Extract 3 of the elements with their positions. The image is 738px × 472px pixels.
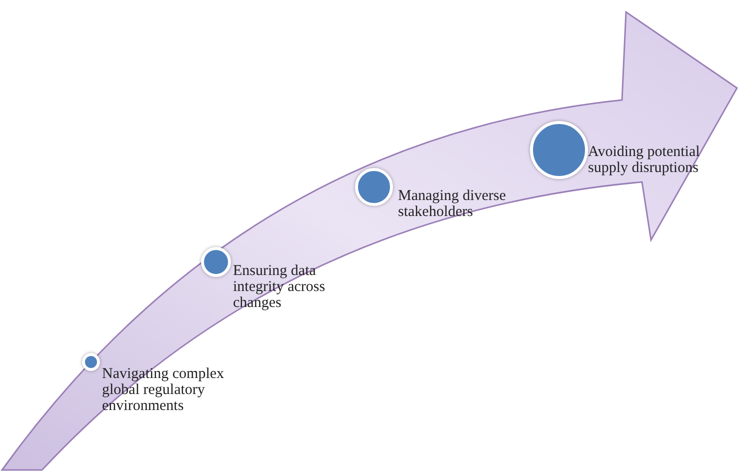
step-label: Avoiding potential supply disruptions [588, 144, 701, 176]
circle-marker [82, 353, 100, 371]
step-label: Managing diverse stakeholders [398, 188, 507, 220]
